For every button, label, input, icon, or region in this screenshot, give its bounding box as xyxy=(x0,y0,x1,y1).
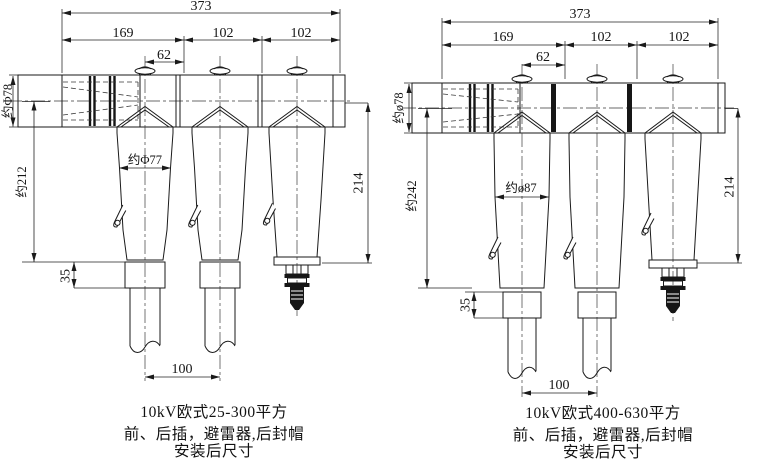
caption-line-1: 10kV欧式25-300平方 xyxy=(140,403,287,421)
test-point-cap xyxy=(586,74,608,84)
dim-tee-to-end: 62 xyxy=(536,50,550,65)
mounting-tab xyxy=(188,204,202,228)
caption-right: 10kV欧式400-630平方 前、后插，避雷器,后封帽 安装后尺寸 xyxy=(513,404,693,461)
cable-gland xyxy=(199,261,241,289)
tee-unit-1 xyxy=(113,56,174,381)
mounting-tab xyxy=(113,204,127,228)
cable-gland xyxy=(124,261,166,289)
caption-line-1: 10kV欧式400-630平方 xyxy=(525,404,681,422)
cable-gland xyxy=(577,291,617,319)
joint-band xyxy=(627,84,632,132)
mounting-tab xyxy=(641,212,655,236)
test-point-cap xyxy=(511,74,533,84)
dim-overall-height: 约242 xyxy=(404,180,419,211)
tee-unit-2 xyxy=(563,64,626,397)
drawing-right: 373 169 102 102 62 约ø78 约242 约ø87 214 35… xyxy=(391,7,742,461)
caption-left: 10kV欧式25-300平方 前、后插，避雷器,后封帽 安装后尺寸 xyxy=(124,403,304,460)
dim-arrester-height: 214 xyxy=(723,177,738,198)
connector-body xyxy=(493,138,551,289)
seal-band xyxy=(468,84,494,132)
test-point-cap xyxy=(134,66,156,76)
dim-section-left: 169 xyxy=(113,26,134,41)
cable-tail xyxy=(204,288,236,353)
dim-phase-spacing: 100 xyxy=(549,378,570,393)
dim-phase-spacing: 100 xyxy=(172,362,193,377)
joint-band xyxy=(551,84,556,132)
mounting-tab xyxy=(563,236,577,260)
dim-section-mid: 102 xyxy=(591,30,612,45)
dim-overall-height: 约212 xyxy=(14,166,29,197)
caption-line-3: 安装后尺寸 xyxy=(563,443,643,461)
dim-section-mid: 102 xyxy=(213,26,234,41)
dim-body-diameter: 约Φ77 xyxy=(128,152,162,167)
dim-section-right: 102 xyxy=(669,30,690,45)
caption-line-2: 前、后插，避雷器,后封帽 xyxy=(124,425,304,443)
arrester-body xyxy=(644,138,702,261)
caption-line-2: 前、后插，避雷器,后封帽 xyxy=(513,426,693,444)
busbar xyxy=(402,82,734,134)
tee-unit-1 xyxy=(488,64,551,397)
arrester-unit xyxy=(641,64,702,321)
mounting-tab xyxy=(488,236,502,260)
dim-gland-height: 35 xyxy=(59,269,74,283)
test-point-cap xyxy=(209,66,231,76)
dim-gland-height: 35 xyxy=(459,298,474,312)
busbar xyxy=(8,74,352,128)
connector-body xyxy=(191,132,249,261)
dim-busbar-diameter: 约Φ78 xyxy=(0,84,15,118)
test-point-cap xyxy=(662,74,684,84)
cable-tail xyxy=(129,288,161,353)
cable-tail xyxy=(582,318,612,379)
seal-band xyxy=(88,76,116,126)
test-point-cap xyxy=(286,66,308,76)
dim-tee-to-end: 62 xyxy=(157,48,171,63)
drawing-left: 373 169 102 102 62 约Φ78 约212 约Φ77 214 35… xyxy=(0,0,372,460)
caption-line-3: 安装后尺寸 xyxy=(174,442,254,460)
dim-body-diameter: 约ø87 xyxy=(505,180,536,195)
dim-overall-width: 373 xyxy=(570,7,591,22)
dimensions-left: 373 169 102 102 62 约Φ78 约212 约Φ77 214 35… xyxy=(0,0,372,380)
dim-busbar-diameter: 约ø78 xyxy=(391,92,406,123)
dim-arrester-height: 214 xyxy=(352,173,367,194)
dim-section-left: 169 xyxy=(493,30,514,45)
connector-body xyxy=(116,132,174,261)
tee-unit-2 xyxy=(188,56,249,381)
arrester-unit xyxy=(262,56,326,316)
dim-overall-width: 373 xyxy=(191,0,212,14)
dimensions-right: 373 169 102 102 62 约ø78 约242 约ø87 214 35… xyxy=(391,7,742,396)
connector-body xyxy=(568,138,626,289)
dim-section-right: 102 xyxy=(291,26,312,41)
arrester-body xyxy=(268,132,326,258)
cable-gland xyxy=(502,291,542,319)
cable-tail xyxy=(507,318,537,379)
